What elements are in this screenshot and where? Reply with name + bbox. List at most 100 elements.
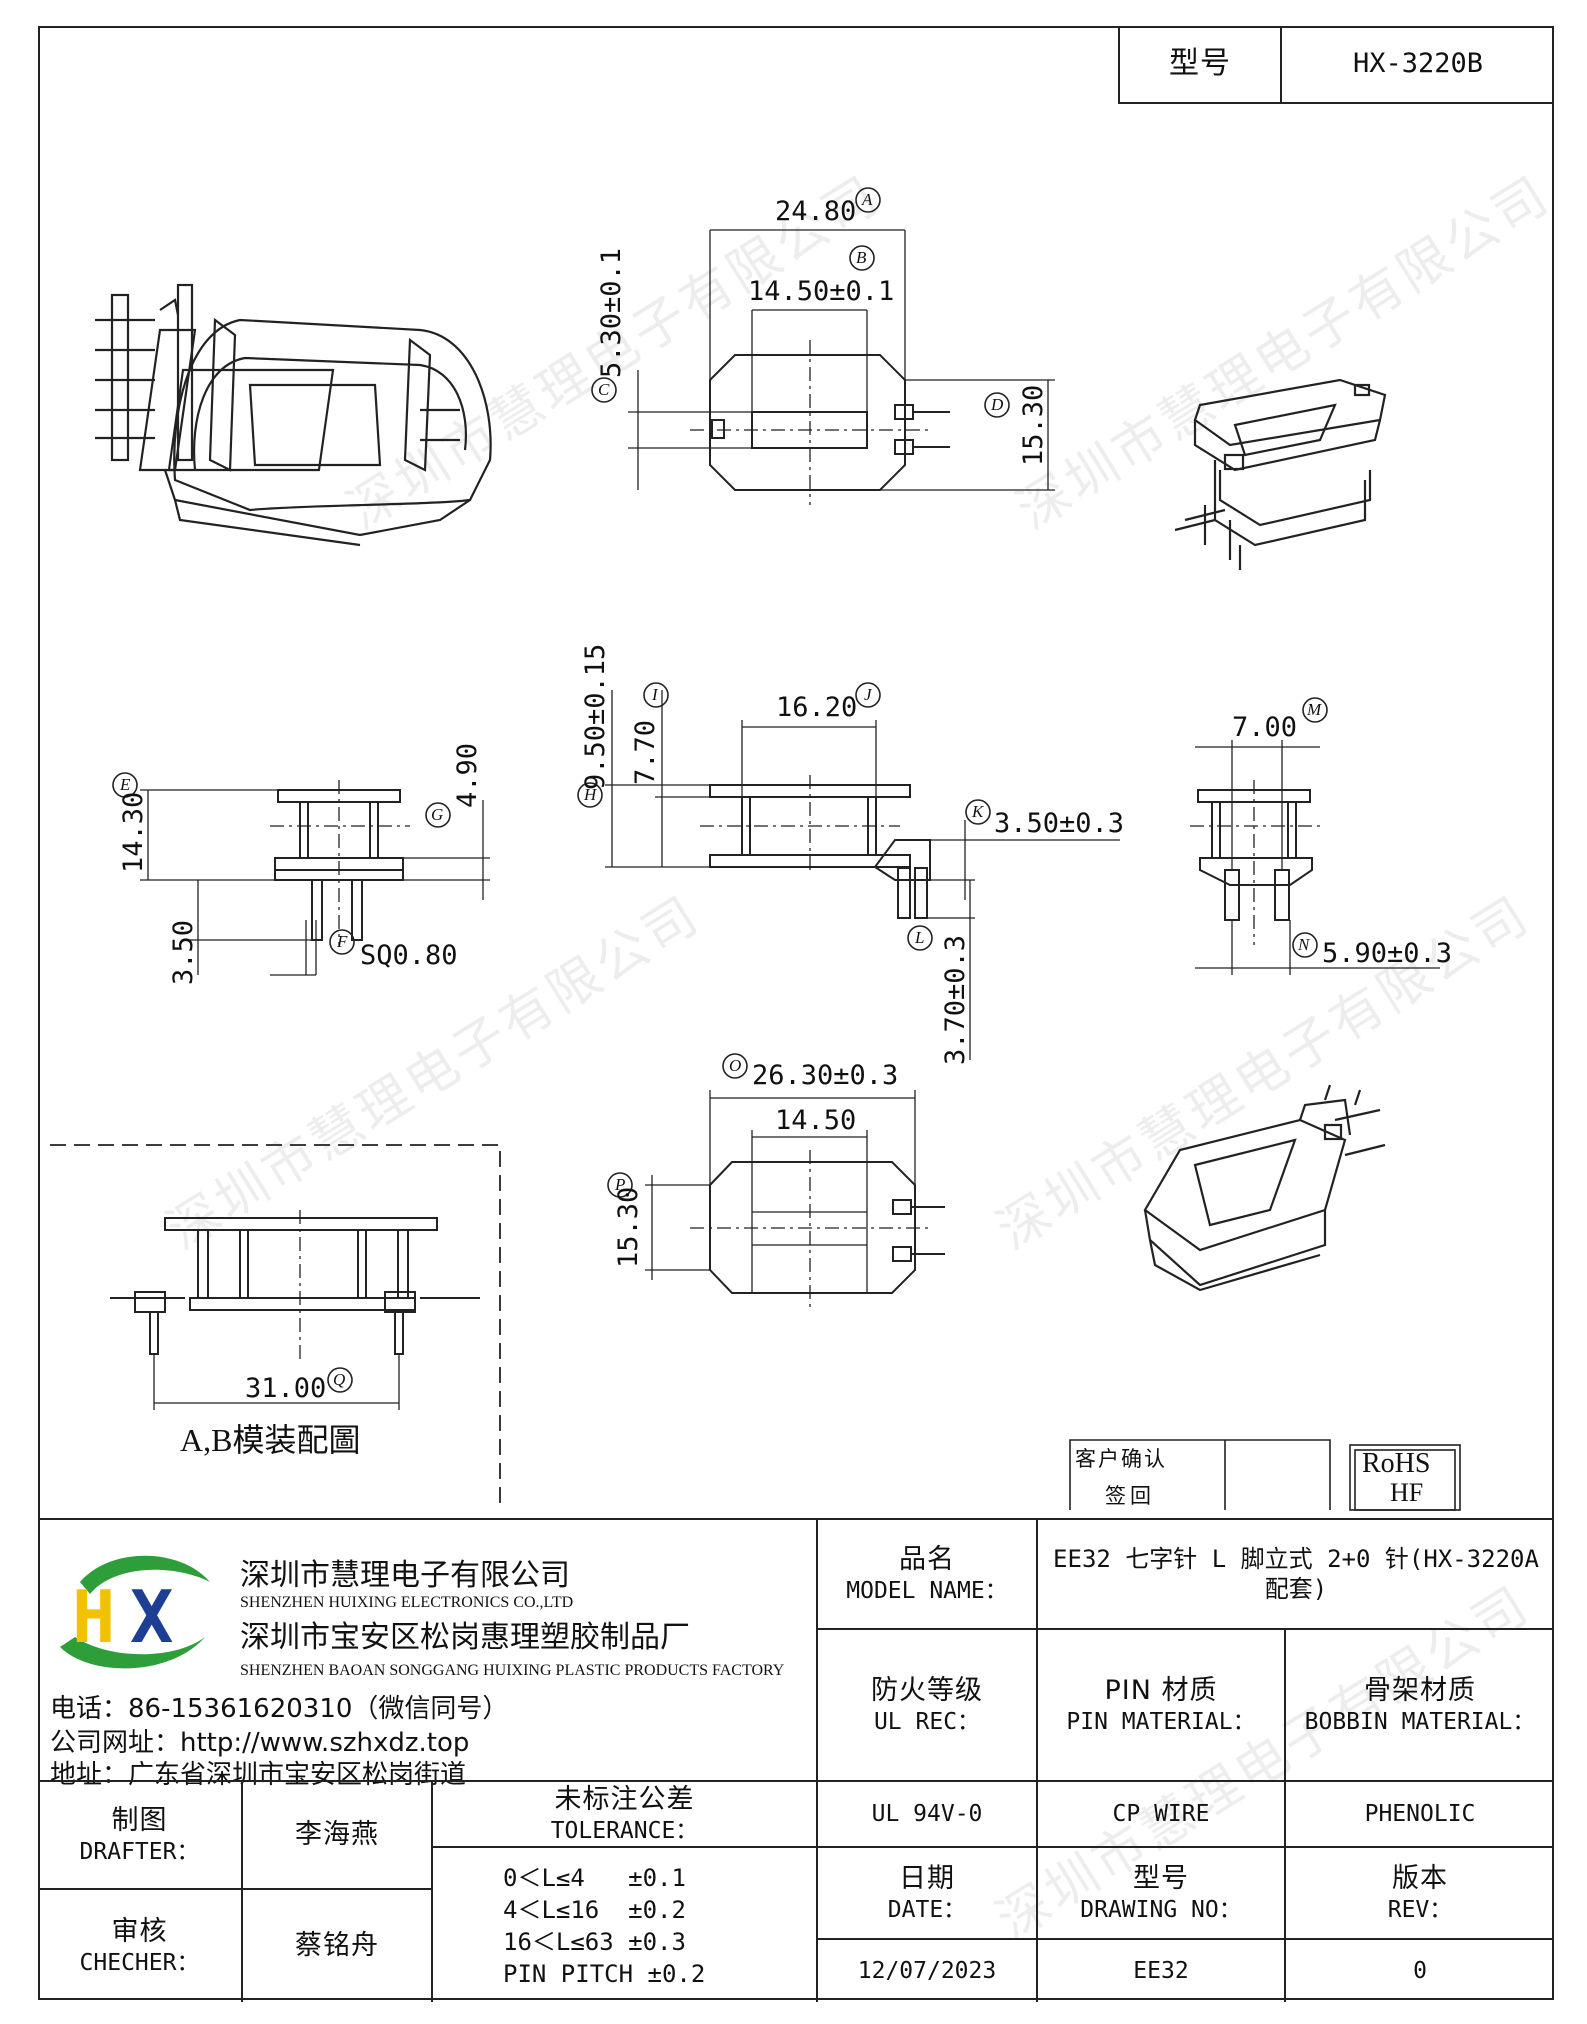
company-name-en: SHENZHEN HUIXING ELECTRONICS CO.,LTD: [240, 1594, 574, 1611]
circle-letter: L: [915, 928, 925, 947]
drawing-no-value: EE32: [1038, 1940, 1286, 2002]
circle-letter: N: [1298, 935, 1310, 954]
top-view: [628, 229, 1055, 505]
customer-confirm-label: 客户确认: [1075, 1447, 1167, 1471]
side-view-left: [140, 780, 490, 976]
circle-letter: G: [431, 805, 444, 824]
ab-caption: A,B模装配圖: [180, 1422, 361, 1458]
drafter-label: 制图 DRAFTER：: [38, 1782, 243, 1890]
circle-letter: F: [337, 932, 348, 951]
dim-l-label: 3.70±0.3: [940, 934, 971, 1065]
dim-o-inner-label: 14.50: [775, 1105, 857, 1136]
drafter-name: 李海燕: [243, 1782, 433, 1890]
drafter-cn: 制图: [111, 1804, 168, 1836]
ab-assembly-view: [50, 1144, 501, 1505]
tolerance-row: 4＜L≤16 ±0.2: [503, 1896, 686, 1924]
date-en: DATE：: [887, 1896, 967, 1923]
tolerance-header: 未标注公差 TOLERANCE：: [433, 1782, 818, 1848]
iso-view-bottom: [1143, 1084, 1386, 1292]
dim-b-label: 14.50±0.1: [748, 276, 895, 307]
circle-letter: M: [1307, 700, 1322, 719]
rohs-label: RoHS: [1362, 1448, 1431, 1479]
hf-label: HF: [1390, 1478, 1424, 1507]
row-divider: [38, 1780, 1554, 1782]
bottom-view: [645, 1090, 945, 1310]
side-view-right: [1190, 740, 1440, 975]
customer-return-label: 签回: [1105, 1484, 1155, 1508]
drawing-no-cn: 型号: [1133, 1862, 1189, 1894]
date-value: 12/07/2023: [818, 1940, 1038, 2002]
title-block: H X 深圳市慧理电子有限公司 SHENZHEN HUIXING ELECTRO…: [38, 1518, 1554, 2002]
circle-letter: B: [856, 248, 867, 267]
circle-markers: [112, 187, 1328, 1393]
circle-letter: A: [862, 190, 873, 209]
circle-letter: P: [615, 1175, 626, 1194]
circle-letter: J: [864, 685, 872, 704]
checker-cn: 审核: [111, 1915, 168, 1947]
checker-name: 蔡铭舟: [243, 1890, 433, 2002]
tolerance-row: 16＜L≤63 ±0.3: [503, 1928, 686, 1956]
front-view-middle: [605, 690, 1120, 1060]
circle-letter: O: [729, 1056, 742, 1075]
circle-letter: Q: [333, 1370, 346, 1389]
tolerance-list: 0＜L≤4 ±0.1 4＜L≤16 ±0.2 16＜L≤63 ±0.3 PIN …: [433, 1848, 818, 2002]
tolerance-cn: 未标注公差: [554, 1783, 695, 1815]
dim-d-label: 15.30: [1018, 384, 1049, 466]
model-box-label: 型号: [1120, 26, 1282, 102]
svg-text:X: X: [130, 1575, 173, 1659]
bobbin-material-value: PHENOLIC: [1286, 1782, 1554, 1848]
dim-h-label: 9.50±0.15: [580, 643, 611, 790]
bobbin-material-header: 骨架材质 BOBBIN MATERIAL：: [1286, 1630, 1554, 1780]
tolerance-en: TOLERANCE：: [550, 1817, 699, 1844]
svg-text:H: H: [72, 1575, 115, 1659]
rev-header: 版本 REV：: [1286, 1848, 1554, 1940]
checker-en: CHECHER：: [79, 1949, 200, 1976]
pin-material-cn: PIN 材质: [1104, 1674, 1218, 1706]
dim-k-label: 3.50±0.3: [994, 808, 1125, 839]
tolerance-row: PIN PITCH ±0.2: [503, 1960, 706, 1988]
model-box: 型号 HX-3220B: [1118, 26, 1554, 104]
checker-label: 审核 CHECHER：: [38, 1890, 243, 2002]
company-address: 地址：广东省深圳市宝安区松岗街道: [50, 1760, 467, 1790]
signoff-boxes: [1069, 1439, 1461, 1511]
circle-letter: I: [652, 685, 658, 704]
pin-material-en: PIN MATERIAL：: [1066, 1708, 1256, 1735]
dim-c-label: 5.30±0.1: [596, 247, 627, 378]
technical-drawing: [50, 187, 1461, 1511]
company-logo: H X: [60, 1555, 210, 1669]
company-name-cn: 深圳市慧理电子有限公司: [240, 1558, 570, 1593]
circle-letter: C: [598, 380, 610, 399]
iso-view-left: [95, 283, 492, 547]
date-cn: 日期: [899, 1862, 955, 1894]
rev-en: REV：: [1387, 1896, 1453, 1923]
factory-name-en: SHENZHEN BAOAN SONGGANG HUIXING PLASTIC …: [240, 1662, 785, 1679]
dim-e-label: 14.30: [118, 791, 149, 873]
circle-letter: E: [120, 775, 131, 794]
ul-rec-value: UL 94V-0: [818, 1782, 1038, 1848]
circle-letter: K: [972, 802, 984, 821]
ul-rec-cn: 防火等级: [871, 1674, 983, 1706]
drawing-frame: [38, 26, 1554, 2000]
model-name-cn: 品名: [899, 1543, 955, 1575]
drawing-no-en: DRAWING NO：: [1080, 1896, 1242, 1923]
dim-q-label: 31.00: [245, 1373, 327, 1404]
iso-view-right: [1174, 378, 1387, 570]
drafter-en: DRAFTER：: [79, 1838, 200, 1865]
bobbin-material-cn: 骨架材质: [1364, 1674, 1476, 1706]
model-name-header: 品名 MODEL NAME：: [818, 1520, 1038, 1630]
factory-name-cn: 深圳市宝安区松岗惠理塑胶制品厂: [240, 1620, 690, 1655]
ul-rec-en: UL REC：: [873, 1708, 981, 1735]
ul-rec-header: 防火等级 UL REC：: [818, 1630, 1038, 1780]
dim-m-label: 7.00: [1232, 712, 1298, 743]
dim-i-label: 7.70: [630, 719, 661, 785]
circle-letter: D: [991, 395, 1004, 414]
dim-p-label: 15.30: [613, 1186, 644, 1268]
company-area: H X 深圳市慧理电子有限公司 SHENZHEN HUIXING ELECTRO…: [38, 1520, 818, 1790]
dim-pin-len-label: 3.50: [168, 919, 199, 985]
dim-j-label: 16.20: [776, 692, 858, 723]
dim-a-label: 24.80: [775, 196, 857, 227]
company-website: 公司网址：http://www.szhxdz.top: [50, 1728, 470, 1758]
drawing-no-header: 型号 DRAWING NO：: [1038, 1848, 1286, 1940]
dim-o-label: 26.30±0.3: [752, 1060, 899, 1091]
model-name-value-cell: EE32 七字针 L 脚立式 2+0 针(HX-3220A 配套): [1038, 1520, 1554, 1630]
